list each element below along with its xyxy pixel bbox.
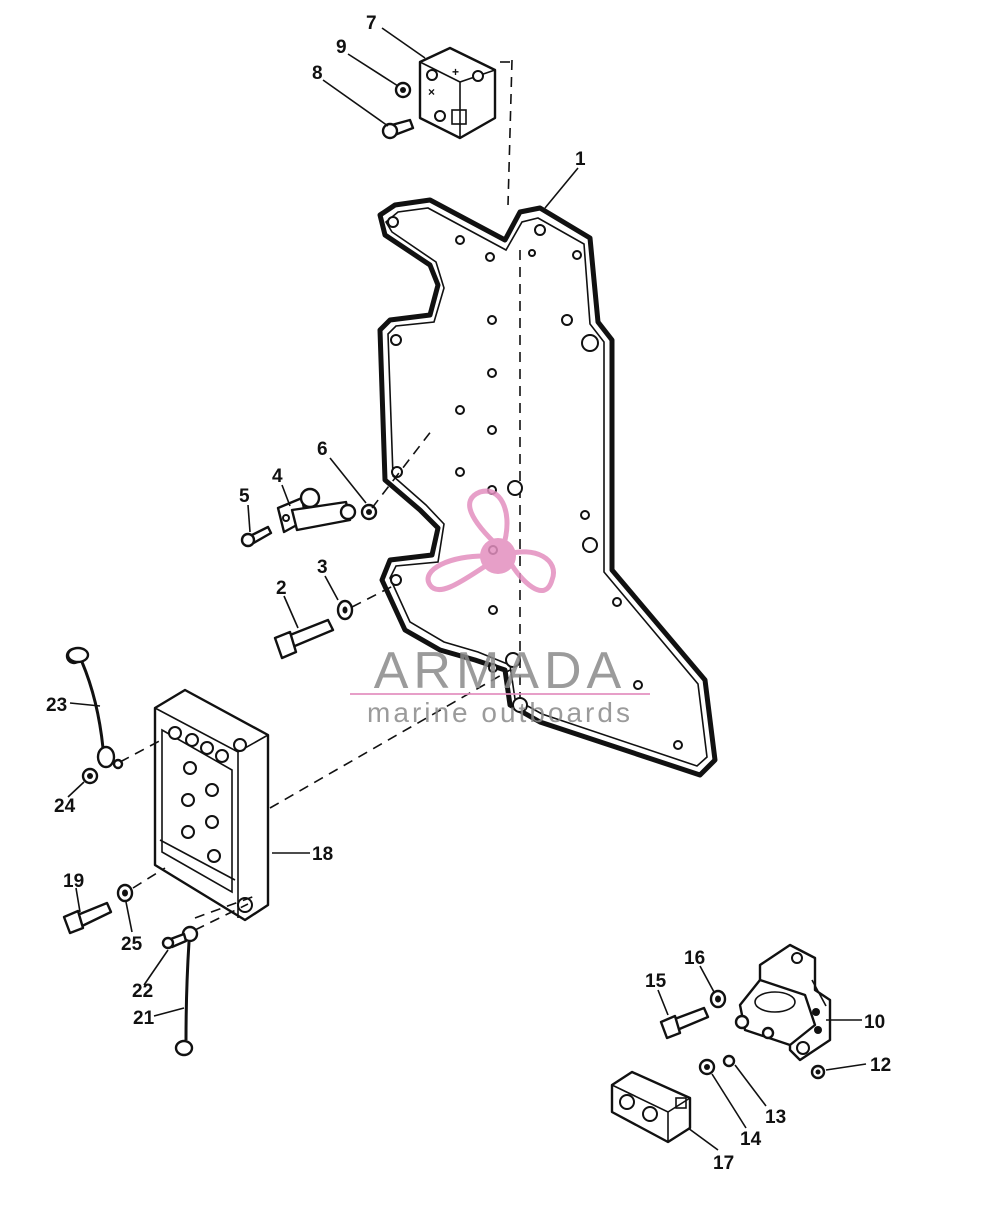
terminal-block-17 (610, 1070, 692, 1144)
svg-text:×: × (428, 85, 435, 99)
callout-7: 7 (366, 13, 377, 34)
washer-16 (709, 989, 727, 1009)
callout-12: 12 (870, 1055, 891, 1076)
screw-5 (240, 525, 273, 548)
washer-13 (722, 1054, 736, 1068)
callout-23: 23 (46, 695, 67, 716)
screw-22 (161, 932, 188, 950)
callout-10: 10 (864, 1012, 885, 1033)
watermark-brand: ARMADA (374, 642, 626, 700)
screw-8 (381, 118, 415, 140)
callout-21: 21 (133, 1008, 155, 1029)
propeller-logo-icon (425, 488, 556, 593)
callout-3: 3 (317, 557, 328, 578)
callout-18: 18 (312, 844, 333, 865)
callout-labels: 1 2 3 4 5 6 7 8 9 10 12 13 14 15 16 17 1… (46, 13, 891, 1174)
callout-24: 24 (54, 796, 76, 817)
armada-watermark: ARMADA marine outboards (350, 488, 650, 728)
ground-strap-23 (65, 646, 124, 770)
leader-lines (67, 27, 867, 1151)
callout-1: 1 (575, 149, 586, 170)
bolt-2 (273, 618, 335, 660)
nut-6 (360, 503, 378, 521)
switch-box-18 (153, 688, 270, 922)
callout-8: 8 (312, 63, 323, 84)
nut-12 (810, 1064, 826, 1080)
nut-9 (394, 81, 412, 99)
ground-strap-21 (174, 925, 199, 1057)
callout-15: 15 (645, 971, 667, 992)
callout-9: 9 (336, 37, 347, 58)
callout-6: 6 (317, 439, 328, 460)
bolt-15 (659, 1006, 710, 1040)
callout-2: 2 (276, 578, 287, 599)
washer-3 (336, 599, 354, 621)
rectifier-block: + × (418, 46, 497, 140)
callout-19: 19 (63, 871, 84, 892)
watermark-tagline: marine outboards (367, 697, 633, 728)
nut-14 (698, 1058, 716, 1076)
starter-solenoid-10 (734, 943, 832, 1062)
callout-25: 25 (121, 934, 143, 955)
plate-holes (387, 216, 683, 750)
mounting-plate (377, 197, 718, 778)
callout-22: 22 (132, 981, 153, 1002)
spacer-25 (116, 883, 134, 903)
bolt-19 (62, 901, 113, 935)
callout-16: 16 (684, 948, 705, 969)
svg-text:+: + (452, 65, 459, 79)
callout-5: 5 (239, 486, 250, 507)
nut-24 (81, 767, 99, 785)
callout-13: 13 (765, 1107, 786, 1128)
callout-17: 17 (713, 1153, 734, 1174)
callout-14: 14 (740, 1129, 762, 1150)
callout-4: 4 (272, 466, 283, 487)
capacitor-bracket-4 (276, 487, 357, 534)
